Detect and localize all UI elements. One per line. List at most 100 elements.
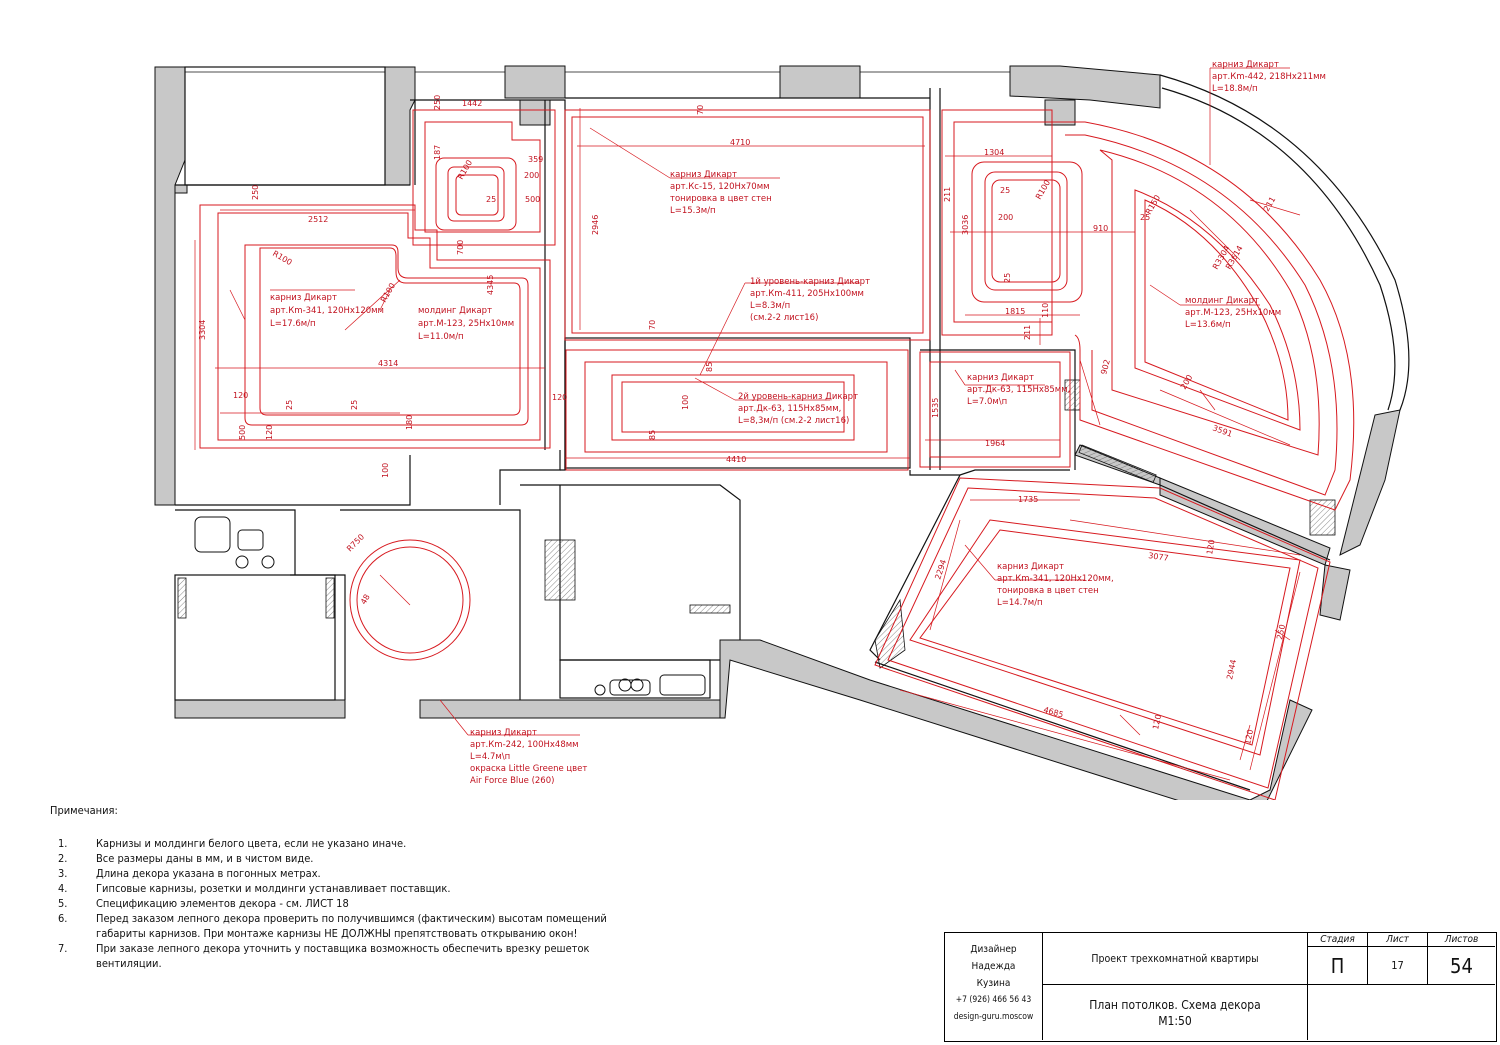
dim-label: 25	[1140, 213, 1150, 222]
sheet-scale: М1:50	[1158, 1014, 1192, 1028]
dim-label: 1535	[931, 398, 940, 418]
dim-label: 180	[405, 415, 414, 430]
dim-label: 85	[705, 362, 714, 372]
dim-label: 2512	[308, 215, 328, 224]
svg-text:арт.Кс-15, 120Hx70мм: арт.Кс-15, 120Hx70мм	[670, 182, 770, 192]
svg-text:тонировка в цвет стен: тонировка в цвет стен	[670, 194, 772, 204]
svg-text:карниз Дикарт: карниз Дикарт	[1212, 60, 1279, 70]
svg-text:L=13.6м/п: L=13.6м/п	[1185, 320, 1231, 330]
svg-text:арт.Кm-442, 218Hx211мм: арт.Кm-442, 218Hx211мм	[1212, 72, 1326, 82]
svg-text:окраска Little Greene цвет: окраска Little Greene цвет	[470, 764, 587, 774]
notes-block: Примечания: 1.Карнизы и молдинги белого …	[50, 803, 650, 971]
dim-label: 211	[1023, 325, 1032, 340]
dim-label: 359	[528, 155, 543, 164]
svg-text:арт.Кm-411, 205Hx100мм: арт.Кm-411, 205Hx100мм	[750, 289, 864, 299]
dim-label: R100	[456, 158, 474, 181]
ceiling-plan-drawing: 1442 250 187 359 200 500 25 R100 700 434…	[154, 60, 1410, 800]
dim-label: 25	[486, 195, 496, 204]
svg-text:L=18.8м/п: L=18.8м/п	[1212, 84, 1258, 94]
label-cornice-hall: карниз Дикарт арт.Дк-63, 115Hx85мм, L=7.…	[967, 373, 1070, 407]
dim-label: R100	[1034, 178, 1052, 201]
dim-label: 25	[1003, 273, 1012, 283]
svg-text:1й уровень-карниз Дикарт: 1й уровень-карниз Дикарт	[750, 277, 870, 287]
dim-label: 250	[433, 95, 442, 110]
svg-text:тонировка в цвет стен: тонировка в цвет стен	[997, 586, 1099, 596]
dim-label: R100	[271, 249, 294, 267]
svg-text:молдинг Дикарт: молдинг Дикарт	[418, 306, 492, 316]
label-molding-arc: молдинг Дикарт арт.М-123, 25Hx10мм L=13.…	[1185, 296, 1281, 330]
dim-label: 4345	[486, 275, 495, 295]
label-cornice-bedroom: карниз Дикарт арт.Кm-341, 120Hx120мм, то…	[997, 562, 1114, 608]
note-item: 6.Перед заказом лепного декора проверить…	[58, 912, 607, 940]
svg-text:L=15.3м/п: L=15.3м/п	[670, 206, 716, 216]
dim-label: 1815	[1005, 307, 1025, 316]
dim-label: 4710	[730, 138, 750, 147]
dim-label: 48	[359, 593, 372, 606]
svg-text:Air Force Blue (260): Air Force Blue (260)	[470, 776, 554, 786]
label-level1: 1й уровень-карниз Дикарт арт.Кm-411, 205…	[750, 277, 870, 323]
svg-text:арт.Дк-63, 115Hx85мм,: арт.Дк-63, 115Hx85мм,	[967, 385, 1070, 395]
sheets-header: Листов	[1428, 933, 1495, 947]
dim-label: 250	[251, 185, 260, 200]
dim-label: R750	[345, 532, 366, 553]
svg-text:L=8.3м/п: L=8.3м/п	[750, 301, 790, 311]
svg-text:молдинг Дикарт: молдинг Дикарт	[1185, 296, 1259, 306]
svg-text:арт.Кm-341, 120Hx120мм,: арт.Кm-341, 120Hx120мм,	[997, 574, 1114, 584]
label-cornice-arc: карниз Дикарт арт.Кm-442, 218Hx211мм L=1…	[1212, 60, 1326, 94]
svg-text:карниз Дикарт: карниз Дикарт	[470, 728, 537, 738]
svg-text:L=8,3м/п (см.2-2 лист16): L=8,3м/п (см.2-2 лист16)	[738, 416, 849, 426]
sheet-title: План потолков. Схема декора	[1089, 998, 1261, 1012]
label-cornice-living: карниз Дикарт арт.Кс-15, 120Hx70мм тонир…	[670, 170, 772, 216]
dim-label: 70	[696, 105, 705, 115]
dim-label: 85	[648, 430, 657, 440]
svg-text:L=4.7м\п: L=4.7м\п	[470, 752, 510, 762]
dim-label: 2944	[1225, 659, 1238, 681]
dim-label: 250	[1275, 624, 1287, 641]
dim-label: 3591	[1211, 423, 1233, 438]
dim-label: 211	[1262, 195, 1277, 213]
sheet-header: Лист	[1368, 933, 1428, 947]
dim-label: 500	[525, 195, 540, 204]
label-cornice-kitchen: карниз Дикарт арт.Кm-341, 120Hx120мм L=1…	[270, 293, 384, 329]
svg-text:карниз Дикарт: карниз Дикарт	[670, 170, 737, 180]
dim-label: 120	[1205, 539, 1217, 556]
dim-label: 1442	[462, 99, 482, 108]
note-item: 3.Длина декора указана в погонных метрах…	[58, 867, 321, 880]
dim-label: 1304	[984, 148, 1004, 157]
decor-annotations: карниз Дикарт арт.Кm-341, 120Hx120мм L=1…	[270, 60, 1326, 786]
dim-label: 200	[998, 213, 1013, 222]
dim-label: 120	[233, 391, 248, 400]
wall-west	[154, 66, 186, 506]
svg-text:L=11.0м/п: L=11.0м/п	[418, 332, 464, 342]
svg-text:2й уровень-карниз Дикарт: 2й уровень-карниз Дикарт	[738, 392, 858, 402]
note-item: 1.Карнизы и молдинги белого цвета, если …	[58, 837, 407, 850]
svg-text:карниз Дикарт: карниз Дикарт	[997, 562, 1064, 572]
title-block: Дизайнер Надежда Кузина +7 (926) 466 56 …	[944, 932, 1497, 1042]
sheets-value: 54	[1428, 947, 1495, 985]
note-item: 2.Все размеры даны в мм, и в чистом виде…	[58, 852, 314, 865]
dim-label: 120	[265, 425, 274, 440]
dim-label: 70	[648, 320, 657, 330]
dim-label: 3304	[198, 320, 207, 340]
dim-label: 2946	[591, 215, 600, 235]
decor-outlines	[199, 109, 1355, 800]
dim-label: 25	[1000, 186, 1010, 195]
dim-label: 25	[350, 400, 359, 410]
stage-value: П	[1308, 947, 1368, 985]
walls	[154, 65, 1401, 800]
dim-label: 902	[1099, 358, 1112, 375]
svg-text:карниз Дикарт: карниз Дикарт	[270, 293, 337, 303]
label-cornice-round: карниз Дикарт арт.Кm-242, 100Hx48мм L=4.…	[470, 728, 587, 786]
dim-label: 100	[681, 395, 690, 410]
dim-label: 910	[1093, 224, 1108, 233]
label-level2: 2й уровень-карниз Дикарт арт.Дк-63, 115H…	[738, 392, 858, 426]
dim-label: 25	[285, 400, 294, 410]
svg-text:арт.Дк-63, 115Hx85мм,: арт.Дк-63, 115Hx85мм,	[738, 404, 841, 414]
dim-label: 120	[1243, 729, 1255, 746]
dim-label: 4685	[1042, 705, 1064, 719]
designer-last-name: Кузина	[976, 978, 1011, 989]
dim-label: 200	[1179, 373, 1194, 391]
sheet-title-cell: План потолков. Схема декора М1:50	[1043, 985, 1308, 1040]
dim-label: 2294	[933, 558, 948, 580]
note-item: 7.При заказе лепного декора уточнить у п…	[58, 942, 590, 970]
